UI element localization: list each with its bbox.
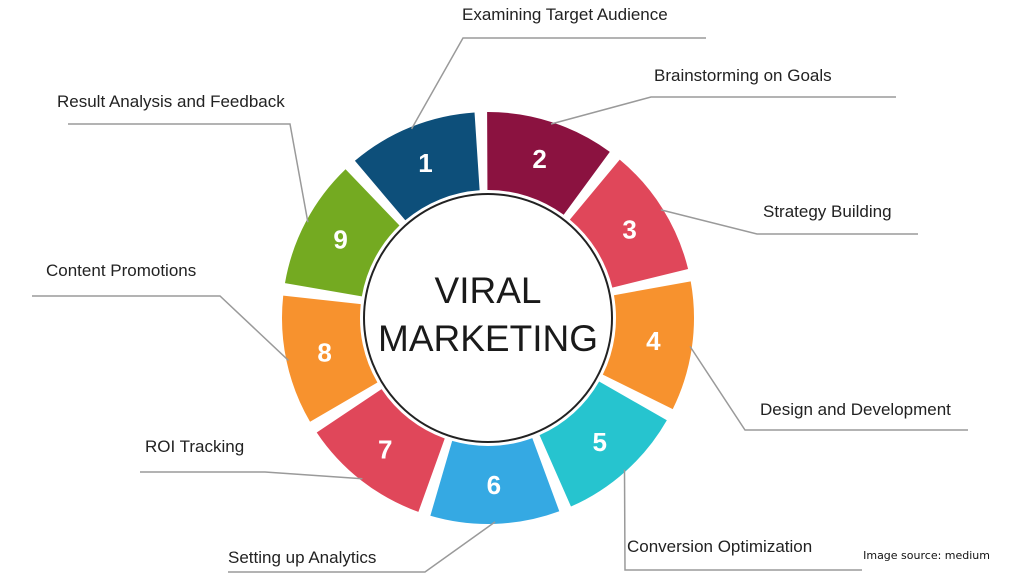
step-label-7: ROI Tracking [145, 437, 244, 456]
leader-lines [32, 37, 968, 573]
ring-segment-6 [430, 438, 560, 524]
step-label-6: Setting up Analytics [228, 548, 376, 567]
segment-number-6: 6 [487, 470, 501, 500]
ring-segment-3 [569, 159, 689, 288]
segment-number-5: 5 [593, 427, 607, 457]
step-label-2: Brainstorming on Goals [654, 66, 832, 85]
ring-segment-8 [281, 295, 378, 422]
segment-number-8: 8 [317, 338, 331, 368]
ring-segment-4 [602, 281, 694, 410]
leader-line-2 [550, 96, 896, 125]
step-label-9: Result Analysis and Feedback [57, 92, 285, 111]
ring-segment-7 [316, 389, 445, 512]
image-source-note: Image source: medium [863, 549, 990, 562]
ring-segment-2 [487, 112, 610, 215]
leader-line-6 [228, 521, 496, 573]
step-label-1: Examining Target Audience [462, 5, 668, 24]
leader-line-8 [32, 295, 289, 361]
leader-line-1 [410, 37, 706, 130]
step-label-5: Conversion Optimization [627, 537, 812, 556]
segment-number-7: 7 [378, 435, 392, 465]
center-title-line1: VIRAL [435, 270, 542, 311]
center-title-line2: MARKETING [378, 318, 598, 359]
segment-number-1: 1 [418, 148, 432, 178]
ring-segments: 1 2 3 4 5 6 7 8 9 [281, 112, 694, 524]
leader-line-4 [689, 345, 968, 431]
leader-line-3 [660, 209, 918, 235]
segment-number-4: 4 [646, 326, 661, 356]
leader-line-7 [140, 471, 363, 480]
leader-line-9 [68, 123, 309, 223]
step-label-8: Content Promotions [46, 261, 196, 280]
center-circle [363, 193, 613, 443]
step-label-3: Strategy Building [763, 202, 892, 221]
ring-segment-5 [539, 381, 667, 507]
segment-number-2: 2 [532, 144, 546, 174]
leader-line-5 [623, 469, 862, 571]
ring-segment-1 [354, 112, 480, 221]
ring-segment-9 [284, 169, 400, 297]
segment-number-9: 9 [333, 225, 347, 255]
segment-number-3: 3 [622, 215, 636, 245]
step-label-4: Design and Development [760, 400, 951, 419]
